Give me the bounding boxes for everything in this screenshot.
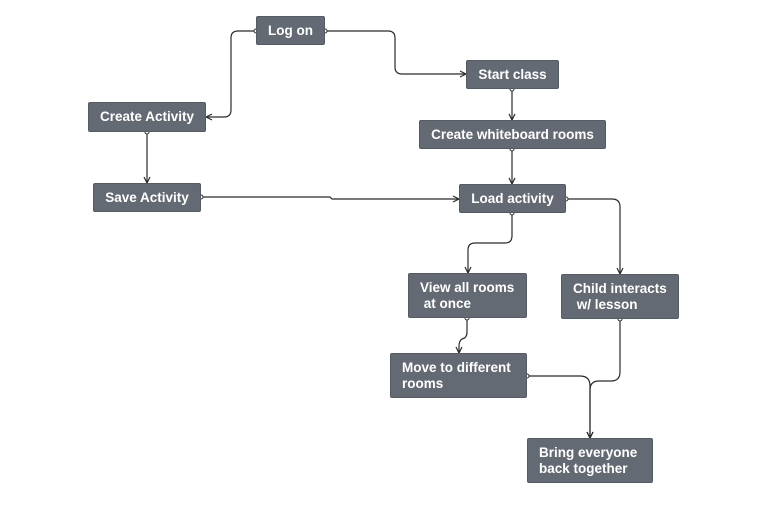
node-create-whiteboard-rooms[interactable]: Create whiteboard rooms xyxy=(419,120,606,149)
node-create-whiteboard-rooms-label: Create whiteboard rooms xyxy=(431,126,594,142)
node-child-interacts-label: Child interacts w/ lesson xyxy=(573,280,667,312)
node-view-all-rooms-label: View all rooms at once xyxy=(420,279,515,311)
node-load-activity-label: Load activity xyxy=(471,190,554,206)
node-create-activity-label: Create Activity xyxy=(99,109,195,124)
connector-save-to-load xyxy=(201,197,459,199)
node-log-on-label: Log on xyxy=(268,22,313,38)
connector-move-to-bring xyxy=(527,375,590,438)
connector-load-to-view xyxy=(468,213,513,273)
node-start-class[interactable]: Start class xyxy=(466,60,559,89)
node-child-interacts[interactable]: Child interacts w/ lesson xyxy=(561,274,679,319)
node-move-to-different-rooms[interactable]: Move to different rooms xyxy=(390,353,527,398)
node-save-activity-label: Save Activity xyxy=(105,189,189,205)
node-log-on[interactable]: Log on xyxy=(256,16,325,45)
connector-logon-to-start xyxy=(325,30,466,74)
node-create-activity[interactable]: Create Activity xyxy=(88,102,206,132)
node-start-class-label: Start class xyxy=(478,66,547,82)
node-view-all-rooms[interactable]: View all rooms at once xyxy=(408,273,527,318)
connector-load-to-child xyxy=(566,198,620,274)
connector-view-to-move xyxy=(459,318,468,353)
node-load-activity[interactable]: Load activity xyxy=(459,184,566,213)
connector-child-to-bring xyxy=(590,319,621,438)
node-move-to-different-rooms-label: Move to different rooms xyxy=(402,359,511,391)
connector-logon-to-create-activity xyxy=(206,30,256,117)
node-bring-everyone-back-label: Bring everyone back together xyxy=(539,444,638,476)
node-save-activity[interactable]: Save Activity xyxy=(93,183,201,212)
node-bring-everyone-back[interactable]: Bring everyone back together xyxy=(527,438,653,483)
